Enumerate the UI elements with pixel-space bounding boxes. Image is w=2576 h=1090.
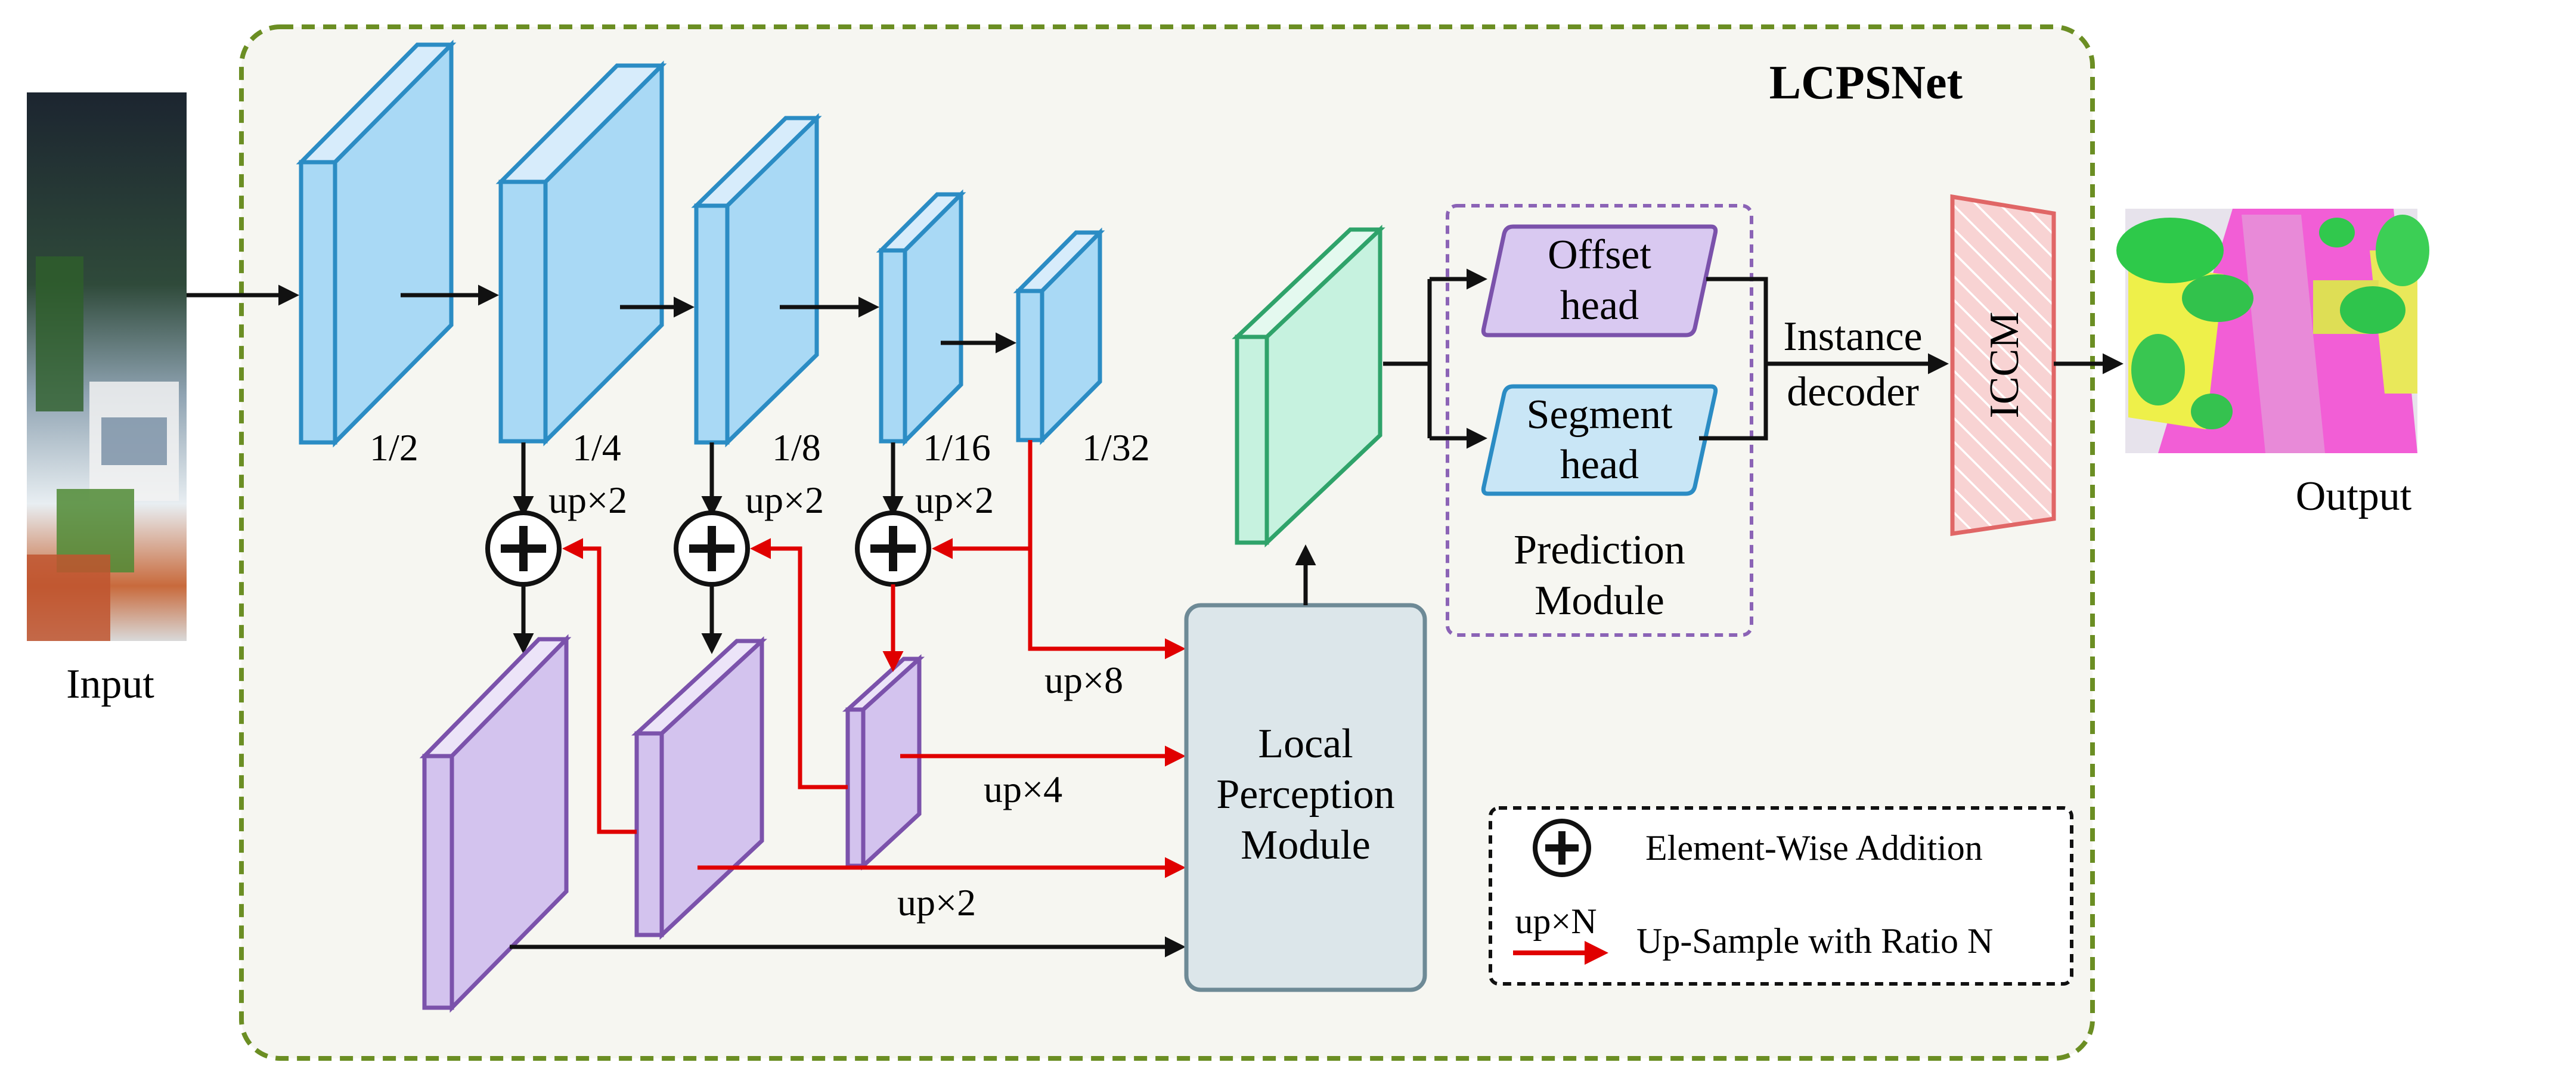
prediction-module-frame (1446, 204, 1753, 637)
lpm-label-line3: Module (1241, 822, 1371, 868)
lateral-upsample-label-up4: up×4 (984, 768, 1062, 810)
iccm-label: ICCM (1982, 312, 2028, 419)
decoder-block-2 (631, 636, 767, 940)
encoder-block-4 (876, 189, 966, 447)
scale-label-1-32: 1/32 (1082, 426, 1150, 469)
offset-head-label-line1: Offset (1548, 232, 1651, 278)
upsample-arrow-dec2-to-add1 (562, 538, 637, 834)
skip-upsample-label-2: up×2 (745, 479, 824, 521)
prediction-module-label-line1: Prediction (1514, 527, 1685, 573)
offset-head-label-line2: head (1560, 283, 1639, 329)
skip-upsample-label-1: up×2 (548, 479, 627, 521)
decoder-block-1 (419, 634, 572, 1013)
lpm-label-line2: Perception (1216, 772, 1394, 818)
feature-to-heads-arrows (1383, 268, 1487, 449)
lateral-upsample-label-up8: up×8 (1044, 659, 1123, 701)
add-to-decoder-arrows (513, 584, 723, 654)
scale-label-1-2: 1/2 (370, 426, 419, 469)
offset-head (1481, 224, 1718, 337)
circled-plus-icon (855, 510, 931, 587)
output-label: Output (2296, 473, 2412, 519)
instance-decoder-label-line2: decoder (1787, 369, 1919, 415)
output-image (2116, 209, 2429, 453)
encoder-block-5 (1013, 227, 1105, 445)
prediction-module-label-line2: Module (1535, 578, 1664, 624)
decoder-block-3 (842, 654, 925, 871)
fused-feature-block (1232, 224, 1385, 548)
encoder-block-1 (296, 39, 457, 448)
heads-to-iccm-arrows (1699, 277, 1949, 441)
upsample-arrows (562, 440, 1186, 878)
circled-plus-icon (485, 510, 562, 587)
legend-upsample-label: Up-Sample with Ratio N (1636, 921, 1993, 961)
segment-head-label-line1: Segment (1527, 392, 1673, 438)
legend-upsample-symbol: up×N (1515, 902, 1597, 941)
encoder-arrows (187, 284, 1016, 354)
segment-head-label-line2: head (1560, 442, 1639, 488)
encoder-block-2 (495, 60, 667, 447)
upsample-arrow-dec3-to-add2 (750, 538, 848, 789)
lateral-upsample-label-up2: up×2 (897, 881, 976, 924)
upsample-arrow-up8 (1028, 549, 1186, 659)
skip-upsample-label-3: up×2 (915, 479, 994, 521)
iccm-block (1950, 194, 2056, 537)
instance-decoder-label-line1: Instance (1783, 314, 1922, 360)
lpm-label-line1: Local (1258, 721, 1353, 767)
input-label: Input (66, 661, 154, 707)
model-title: LCPSNet (1769, 57, 1963, 109)
scale-label-1-16: 1/16 (923, 426, 991, 469)
scale-label-1-4: 1/4 (572, 426, 621, 469)
scale-label-1-8: 1/8 (772, 426, 821, 469)
encoder-block-3 (691, 113, 822, 448)
circled-plus-icon (674, 510, 750, 587)
segment-head (1481, 384, 1718, 496)
circled-plus-icon (1533, 819, 1591, 877)
legend-addition-label: Element-Wise Addition (1645, 828, 1983, 868)
input-image (27, 92, 187, 641)
legend-box (1489, 806, 2073, 986)
skip-arrows (513, 442, 904, 517)
